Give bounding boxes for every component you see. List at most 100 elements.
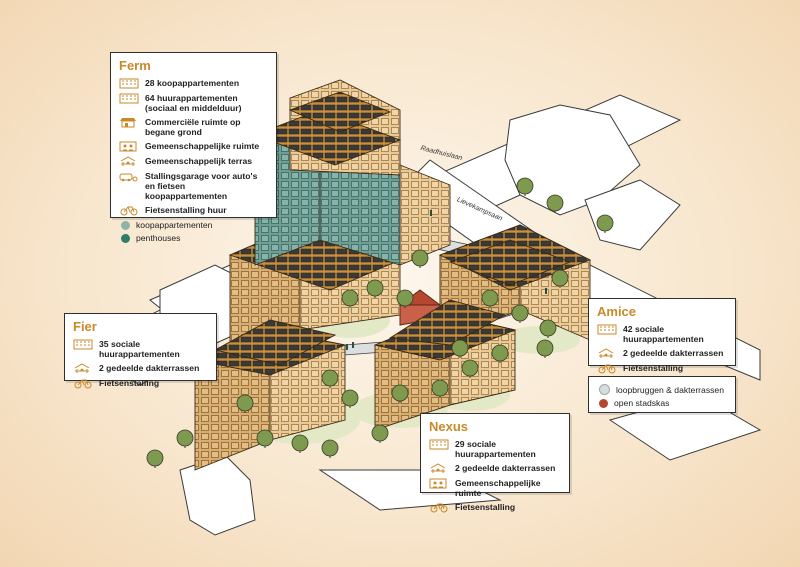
terrace-icon bbox=[597, 348, 619, 359]
ferm-legend-label: koopappartementen bbox=[136, 220, 213, 230]
fier-title: Fier bbox=[73, 319, 97, 334]
ferm-legend-label: penthouses bbox=[136, 233, 181, 243]
legend-swatch bbox=[121, 233, 130, 243]
terrace-icon bbox=[429, 463, 451, 474]
tree bbox=[391, 384, 409, 402]
map-legend-card: loopbruggen & dakterrassen open stadskas bbox=[588, 376, 736, 413]
bicycle-icon bbox=[597, 363, 619, 374]
legend-item: loopbruggen & dakterrassen bbox=[597, 384, 727, 395]
ferm-item-label: Fietsenstalling huur bbox=[145, 205, 227, 215]
tree bbox=[491, 344, 509, 362]
tree bbox=[256, 429, 274, 447]
ferm-legend-item: koopappartementen bbox=[119, 220, 268, 230]
fier-info-card: Fier 35 sociale huurappartementen 2 gede… bbox=[64, 313, 217, 389]
amice-item: 2 gedeelde dakterrassen bbox=[597, 348, 727, 359]
nexus-item: 2 gedeelde dakterrassen bbox=[429, 463, 561, 474]
nexus-info-card: Nexus 29 sociale huurappartementen 2 ged… bbox=[420, 413, 570, 513]
tree bbox=[551, 269, 569, 287]
building-amice bbox=[438, 224, 592, 341]
amice-item-label: Fietsenstalling bbox=[623, 363, 684, 373]
community-room-icon bbox=[119, 141, 141, 152]
nexus-title: Nexus bbox=[429, 419, 469, 434]
ferm-legend-item: penthouses bbox=[119, 233, 268, 243]
bicycle-icon bbox=[119, 205, 141, 216]
tree bbox=[341, 389, 359, 407]
fier-item-label: Fietsenstalling bbox=[99, 378, 160, 388]
nexus-item-label: Gemeenschappelijke ruimte bbox=[455, 478, 541, 498]
nexus-item-label: 2 gedeelde dakterrassen bbox=[455, 463, 556, 473]
ferm-item-label: Commerciële ruimte op begane grond bbox=[145, 117, 241, 137]
fier-item: Fietsenstalling bbox=[73, 378, 208, 389]
nexus-item: Gemeenschappelijke ruimte bbox=[429, 478, 561, 498]
tree bbox=[321, 439, 339, 457]
legend-swatch bbox=[599, 398, 608, 408]
ferm-item-label: 28 koopappartementen bbox=[145, 78, 240, 88]
tree bbox=[366, 279, 384, 297]
legend-label: loopbruggen & dakterrassen bbox=[616, 384, 724, 395]
ferm-item-label: Stallingsgarage voor auto's en fietsen k… bbox=[145, 171, 258, 201]
amice-title: Amice bbox=[597, 304, 637, 319]
building-fier bbox=[193, 319, 347, 471]
parking-icon bbox=[119, 171, 141, 182]
amice-info-card: Amice 42 sociale huurappartementen 2 ged… bbox=[588, 298, 736, 374]
ferm-item: Fietsenstalling huur bbox=[119, 205, 268, 216]
terrace-icon bbox=[73, 363, 95, 374]
ferm-item: Stallingsgarage voor auto's en fietsen k… bbox=[119, 171, 268, 201]
tree bbox=[461, 359, 479, 377]
legend-swatch bbox=[599, 384, 610, 395]
tree bbox=[431, 379, 449, 397]
tree bbox=[539, 319, 557, 337]
legend-item: open stadskas bbox=[597, 398, 727, 408]
tree bbox=[341, 289, 359, 307]
block-right-2 bbox=[584, 179, 681, 251]
legend-label: open stadskas bbox=[614, 398, 670, 408]
amice-item-label: 2 gedeelde dakterrassen bbox=[623, 348, 724, 358]
amice-item-label: 42 sociale huurappartementen bbox=[623, 324, 704, 344]
tree bbox=[481, 289, 499, 307]
tree bbox=[176, 429, 194, 447]
ferm-item-label: Gemeenschappelijke ruimte bbox=[145, 141, 260, 151]
tree bbox=[451, 339, 469, 357]
nexus-item: Fietsenstalling bbox=[429, 502, 561, 513]
legend-swatch bbox=[121, 220, 130, 230]
ferm-info-card: Ferm 28 koopappartementen 64 huurapparte… bbox=[110, 52, 277, 243]
ferm-item: Gemeenschappelijke ruimte bbox=[119, 141, 268, 152]
building-icon bbox=[73, 339, 95, 350]
building-icon bbox=[119, 78, 141, 89]
nexus-item: 29 sociale huurappartementen bbox=[429, 439, 561, 459]
block-bottom-left bbox=[179, 454, 256, 536]
building-icon bbox=[597, 324, 619, 335]
community-room-icon bbox=[429, 478, 451, 489]
tree bbox=[596, 214, 614, 232]
tree bbox=[236, 394, 254, 412]
building-ferm bbox=[228, 79, 451, 361]
building-icon bbox=[429, 439, 451, 450]
building-nexus bbox=[373, 299, 517, 431]
bicycle-icon bbox=[429, 502, 451, 513]
ferm-item: Gemeenschappelijk terras bbox=[119, 156, 268, 167]
amice-item: Fietsenstalling bbox=[597, 363, 727, 374]
bicycle-icon bbox=[73, 378, 95, 389]
tree bbox=[546, 194, 564, 212]
nexus-item-label: 29 sociale huurappartementen bbox=[455, 439, 536, 459]
tree bbox=[511, 304, 529, 322]
people bbox=[346, 210, 547, 350]
nexus-item-label: Fietsenstalling bbox=[455, 502, 516, 512]
terrace-icon bbox=[119, 156, 141, 167]
building-icon bbox=[119, 93, 141, 104]
ferm-item: 28 koopappartementen bbox=[119, 78, 268, 89]
tree bbox=[146, 449, 164, 467]
shop-icon bbox=[119, 117, 141, 128]
trees bbox=[146, 177, 614, 468]
fier-item: 2 gedeelde dakterrassen bbox=[73, 363, 208, 374]
ferm-item-label: Gemeenschappelijk terras bbox=[145, 156, 252, 166]
tree bbox=[536, 339, 554, 357]
fier-item-label: 35 sociale huurappartementen bbox=[99, 339, 180, 359]
tree bbox=[396, 289, 414, 307]
tree bbox=[291, 434, 309, 452]
ferm-item-label: 64 huurappartementen (sociaal en middeld… bbox=[145, 93, 242, 113]
tree bbox=[321, 369, 339, 387]
tree bbox=[411, 249, 429, 267]
